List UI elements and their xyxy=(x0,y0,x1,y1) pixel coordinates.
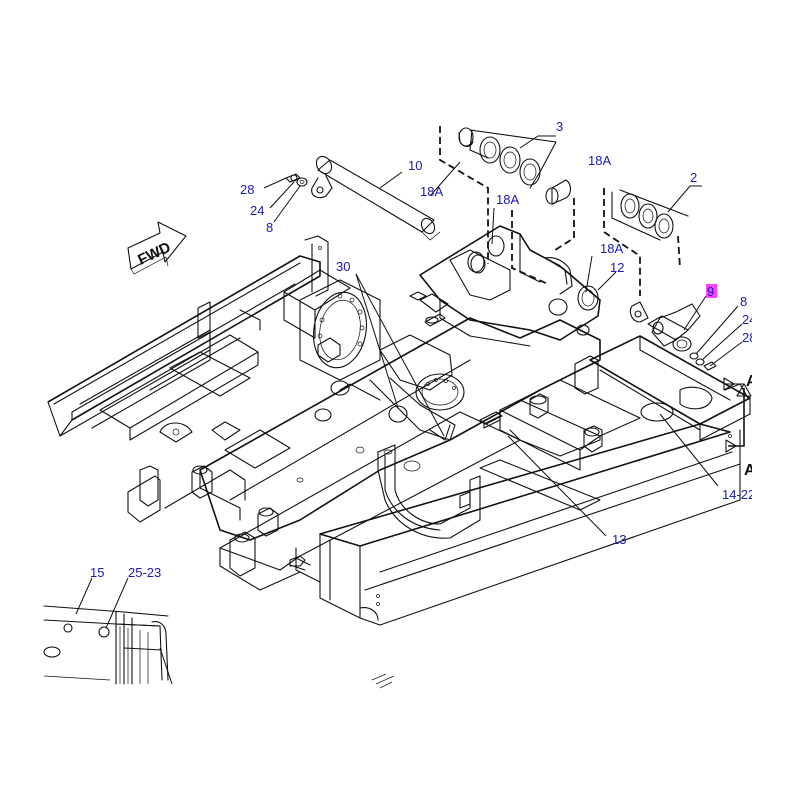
right-edge-clip xyxy=(752,0,800,800)
callout-12: 12 xyxy=(610,260,624,275)
callout-3: 3 xyxy=(556,119,563,134)
callout-24-left: 24 xyxy=(250,203,264,218)
section-hatch xyxy=(371,673,395,689)
callout-8-left: 8 xyxy=(266,220,273,235)
callout-18a-2: 18A xyxy=(588,153,611,168)
callout-13: 13 xyxy=(612,532,626,547)
callout-15: 15 xyxy=(90,565,104,580)
frame-front-lower xyxy=(127,411,601,591)
callout-30: 30 xyxy=(336,259,350,274)
frame-cross-members-left xyxy=(99,269,351,507)
callout-18a-4: 18A xyxy=(600,241,623,256)
callout-28-left: 28 xyxy=(240,182,254,197)
callout-2: 2 xyxy=(690,170,697,185)
frame-left-rail xyxy=(47,235,329,437)
leader-lines xyxy=(75,135,743,685)
inset-detail xyxy=(43,605,169,685)
frame-right-rail xyxy=(319,423,741,626)
callout-18a-3: 18A xyxy=(496,192,519,207)
pin-10 xyxy=(311,155,441,241)
callout-9: 9 xyxy=(707,284,714,299)
callout-labels: 3 2 10 18A 18A 18A 18A 28 24 8 30 12 9 8… xyxy=(90,119,756,580)
bushing-set-2 xyxy=(577,188,689,311)
fastener-set-left xyxy=(285,173,308,187)
callout-14-22: 14-22 xyxy=(722,487,755,502)
right-cross-bracket xyxy=(479,379,641,471)
boom-mount-tower xyxy=(409,225,601,347)
callout-10: 10 xyxy=(408,158,422,173)
callout-8-right: 8 xyxy=(740,294,747,309)
fastener-set-right xyxy=(689,352,717,371)
center-gusset-plate xyxy=(289,444,481,571)
highlight-9 xyxy=(706,284,717,298)
callout-25-23: 25-23 xyxy=(128,565,161,580)
bushing-set-3 xyxy=(439,126,575,285)
callout-18a-1: 18A xyxy=(420,184,443,199)
forward-arrow-icon: FWD xyxy=(127,221,187,275)
pin-9 xyxy=(629,301,701,352)
